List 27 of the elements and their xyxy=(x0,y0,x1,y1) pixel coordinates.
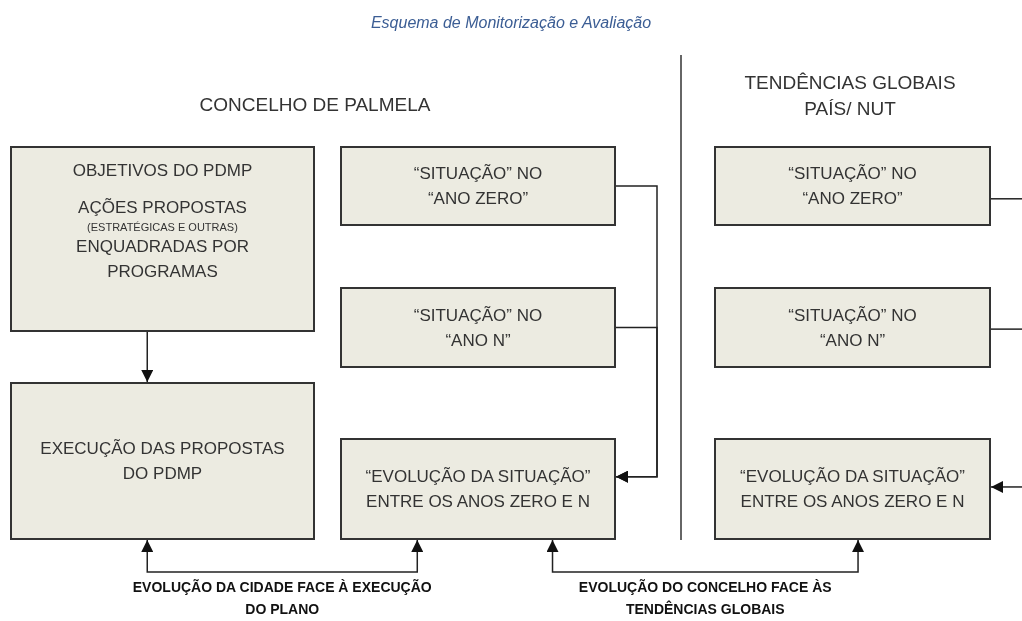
box-text: “SITUAÇÃO” NO “ANO N” xyxy=(787,304,918,352)
section-heading: TENDÊNCIAS GLOBAIS PAÍS/ NUT xyxy=(743,71,957,121)
box-text: “SITUAÇÃO” NO “ANO ZERO” xyxy=(412,163,544,210)
box-text: OBJETIVOS DO PDMP xyxy=(72,160,253,182)
process-box xyxy=(340,287,616,368)
box-text: “EVOLUÇÃO DA SITUAÇÃO” ENTRE OS ANOS ZERO E N xyxy=(739,466,966,513)
box-text: (ESTRATÉGICAS E OUTRAS) xyxy=(87,220,238,234)
connector-arrow xyxy=(141,539,424,573)
box-text: “SITUAÇÃO” NO “ANO ZERO” xyxy=(787,163,918,210)
connector-arrow xyxy=(990,480,1022,493)
process-box xyxy=(340,146,616,226)
connector-arrow xyxy=(141,331,154,383)
box-text: ENQUADRADAS POR PROGRAMAS xyxy=(75,236,250,283)
connector-arrow xyxy=(546,539,865,573)
process-box xyxy=(10,146,315,332)
box-text: EXECUÇÃO DAS PROPOSTAS DO PDMP xyxy=(39,438,286,485)
process-box xyxy=(10,382,315,540)
process-box xyxy=(714,146,991,226)
box-text: “SITUAÇÃO” NO “ANO N” xyxy=(412,304,544,352)
process-box xyxy=(714,438,991,540)
box-text: “EVOLUÇÃO DA SITUAÇÃO” ENTRE OS ANOS ZERO E N xyxy=(364,466,592,513)
diagram-title: Esquema de Monitorização e Avaliação xyxy=(369,14,653,32)
process-box xyxy=(340,438,616,540)
connector-arrow xyxy=(615,326,658,483)
process-box xyxy=(714,287,991,368)
section-heading: CONCELHO DE PALMELA xyxy=(198,93,432,117)
box-text: AÇÕES PROPOSTAS xyxy=(78,197,247,219)
